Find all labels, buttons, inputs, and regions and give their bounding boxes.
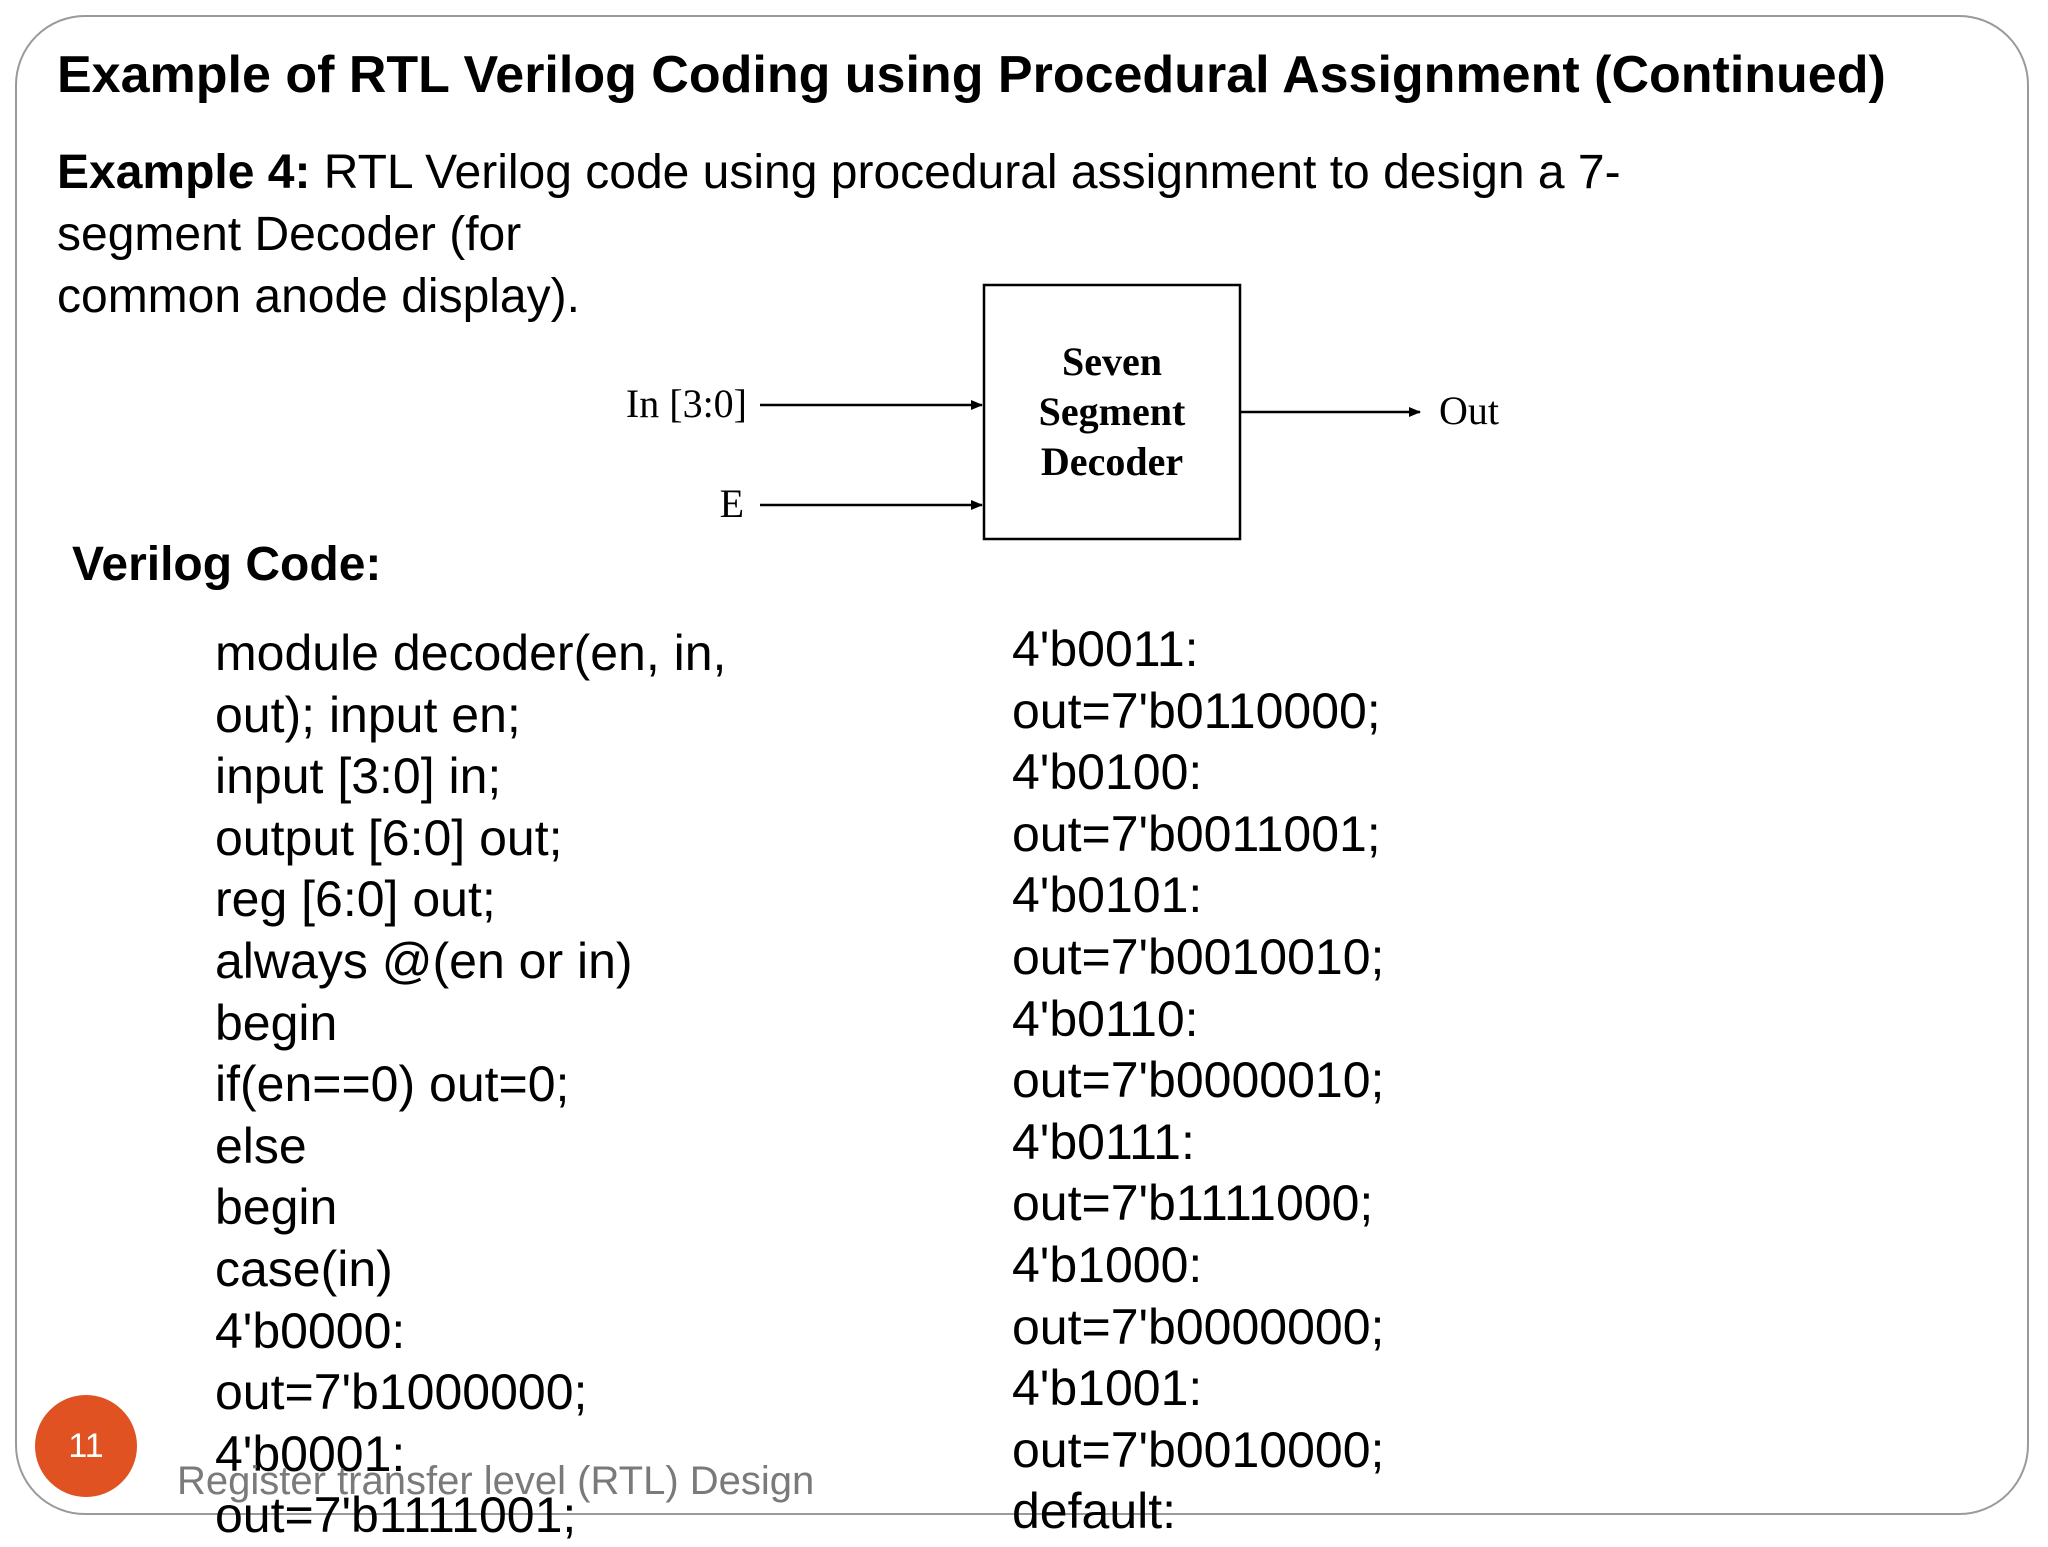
intro-lead: Example 4: <box>57 146 311 199</box>
intro-line-2: segment Decoder (for <box>57 208 522 261</box>
footer-text: Register transfer level (RTL) Design <box>177 1459 815 1503</box>
code-line: 4'b0100: <box>1012 744 1203 801</box>
code-line: 4'b0001: <box>215 1425 406 1482</box>
code-line: 4'b0110: <box>1012 990 1199 1047</box>
code-line: out=7'b1111001; <box>215 1487 577 1544</box>
intro-text: Example 4: RTL Verilog code using proced… <box>57 142 1957 328</box>
code-line: input [3:0] in; <box>215 748 502 805</box>
code-line: begin <box>215 994 338 1051</box>
slide-frame: Example of RTL Verilog Coding using Proc… <box>15 15 2029 1543</box>
decoder-box-line-2: Segment <box>1039 389 1186 434</box>
input-in-label: In [3:0] <box>626 381 747 426</box>
code-line: if(en==0) out=0; <box>215 1056 570 1113</box>
code-line: always @(en or in) <box>215 932 633 989</box>
code-line: case(in) <box>215 1240 393 1297</box>
decoder-box-line-3: Decoder <box>1041 439 1183 484</box>
code-line: default: <box>1012 1483 1177 1540</box>
intro-line-1-text: RTL Verilog code using procedural assign… <box>310 146 1621 199</box>
input-e-label: E <box>720 481 744 526</box>
code-line: reg [6:0] out; <box>215 871 496 928</box>
code-column-right: 4'b0011: out=7'b0110000; 4'b0100: out=7'… <box>1012 619 1384 1543</box>
code-line: out=7'b0000000; <box>1012 1298 1385 1355</box>
code-line: out=7'b0011001; <box>1012 805 1381 862</box>
code-line: out=7'b0010000; <box>1012 1421 1385 1478</box>
code-line: out=7'b0110000; <box>1012 682 1381 739</box>
code-line: module decoder(en, in, <box>215 625 727 681</box>
page-number-badge: 11 <box>35 1395 137 1497</box>
code-line: 4'b0011: <box>1012 621 1199 677</box>
code-line: 4'b1000: <box>1012 1236 1203 1293</box>
code-line: else <box>215 1117 307 1174</box>
code-heading: Verilog Code: <box>72 538 382 591</box>
code-line: 4'b0111: <box>1012 1113 1195 1170</box>
intro-line-1: Example 4: RTL Verilog code using proced… <box>57 142 1957 204</box>
code-line: begin <box>215 1179 338 1236</box>
code-column-left: module decoder(en, in, out); input en; i… <box>215 623 726 1547</box>
code-line: 4'b1001: <box>1012 1360 1203 1417</box>
code-line: out=7'b0000010; <box>1012 1052 1385 1109</box>
code-line: out=7'b1000000; <box>215 1364 588 1421</box>
code-line: out=7'b1111000; <box>1012 1175 1374 1232</box>
code-line: output [6:0] out; <box>215 809 563 866</box>
code-line: 4'b0101: <box>1012 867 1203 924</box>
block-diagram: In [3:0] E Seven Segment Decoder Out <box>597 267 1537 567</box>
code-line: out); input en; <box>215 686 521 743</box>
decoder-box-line-1: Seven <box>1062 339 1162 384</box>
code-line: 4'b0000: <box>215 1302 406 1359</box>
block-diagram-svg: In [3:0] E Seven Segment Decoder Out <box>626 283 1499 541</box>
slide-title: Example of RTL Verilog Coding using Proc… <box>57 46 1886 104</box>
code-line: out=7'b0010010; <box>1012 928 1385 985</box>
output-label: Out <box>1439 388 1499 433</box>
intro-line-3: common anode display). <box>57 270 580 323</box>
